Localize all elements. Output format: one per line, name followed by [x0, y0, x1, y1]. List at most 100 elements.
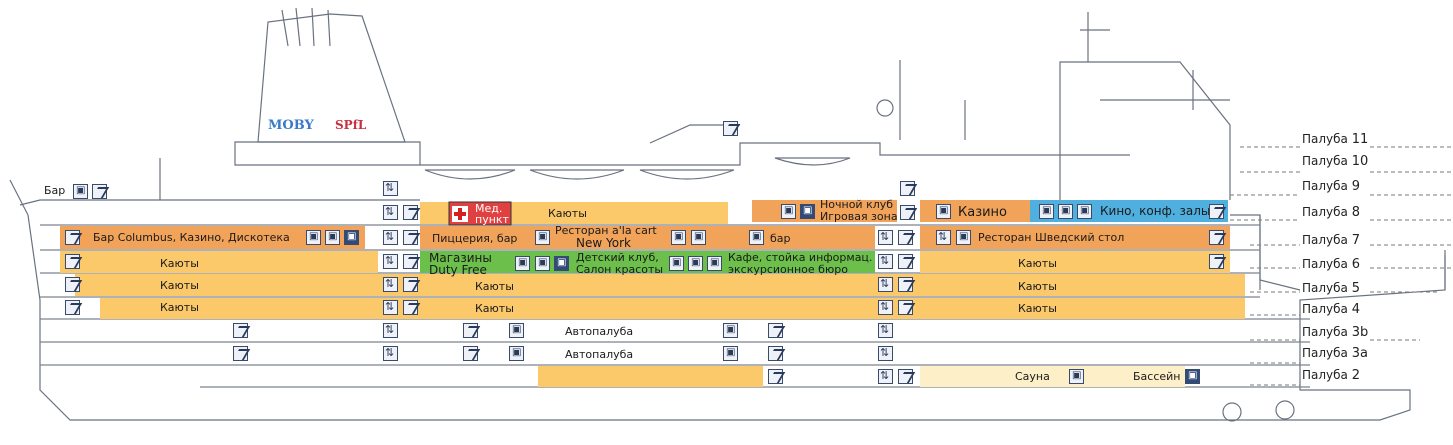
- stairs-icon: [403, 254, 418, 269]
- lift-icon: [383, 323, 398, 338]
- stairs-icon: [65, 230, 80, 245]
- spl-logo: SPfL: [335, 118, 367, 132]
- lift-icon: [878, 346, 893, 361]
- stairs-icon: [898, 300, 913, 315]
- tour-icon: [707, 256, 722, 271]
- car-deck-3b-label: Автопалуба: [565, 325, 634, 338]
- sauna-icon: [1069, 369, 1084, 384]
- deck-label-3a: Палуба 3a: [1302, 346, 1368, 361]
- screen-icon: [1058, 204, 1073, 219]
- cabins-d5-left-label: Каюты: [160, 279, 199, 292]
- sauna-area: [920, 366, 1185, 387]
- cafe-label-1: Кафе, стойка информац.: [728, 251, 873, 264]
- info-icon: [669, 256, 684, 271]
- bar-columbus-label: Бар Columbus, Казино, Дискотека: [93, 231, 290, 244]
- restaurant-alacart-label-2: New York: [576, 236, 631, 250]
- slot-machine-icon: [344, 230, 359, 245]
- pizzeria-label: Пиццерия, бар: [432, 232, 518, 245]
- stairs-icon: [463, 346, 478, 361]
- kids-icon: [554, 256, 569, 271]
- lift-icon: [878, 323, 893, 338]
- lift-icon: [878, 230, 893, 245]
- cabins-d6-right-label: Каюты: [1018, 257, 1057, 270]
- stairs-icon: [1209, 254, 1224, 269]
- deck-label-6: Палуба 6: [1302, 257, 1361, 272]
- stairs-icon: [403, 230, 418, 245]
- car-deck-3a-label: Автопалуба: [565, 348, 634, 361]
- cinema-label: Кино, конф. залы: [1100, 204, 1211, 218]
- stairs-icon: [65, 277, 80, 292]
- lift-icon: [383, 181, 398, 196]
- moby-logo: MOBY: [268, 118, 314, 133]
- cabins-d4-left-label: Каюты: [160, 301, 199, 314]
- lift-icon: [383, 230, 398, 245]
- cabins-d6-left-label: Каюты: [160, 257, 199, 270]
- stairs-icon: [898, 369, 913, 384]
- restaurant-icon: [671, 230, 686, 245]
- red-cross-icon: [452, 206, 468, 222]
- cocktail-icon: [936, 204, 951, 219]
- deck-label-4: Палуба 4: [1302, 302, 1361, 317]
- stairs-icon: [768, 369, 783, 384]
- lift-icon: [936, 230, 951, 245]
- kids-club-label-2: Салон красоты: [576, 263, 664, 276]
- lift-icon: [383, 346, 398, 361]
- sauna-label: Сауна: [1015, 370, 1050, 383]
- deck-label-11: Палуба 11: [1302, 132, 1369, 147]
- stairs-icon: [898, 277, 913, 292]
- cocktail-icon: [535, 230, 550, 245]
- deck2-left: [538, 366, 763, 387]
- stairs-icon: [900, 181, 915, 196]
- cocktail-icon: [749, 230, 764, 245]
- cabins-d4-mid-label: Каюты: [475, 302, 514, 315]
- cabins-d4-right-label: Каюты: [1018, 302, 1057, 315]
- bar-top-label: Бар: [44, 184, 66, 197]
- car-icon: [509, 346, 524, 361]
- stairs-icon: [768, 346, 783, 361]
- lift-icon: [383, 277, 398, 292]
- escalator-icon: [92, 184, 107, 199]
- cabins-d4: [100, 298, 1245, 319]
- lift-icon: [383, 254, 398, 269]
- stairs-icon: [463, 323, 478, 338]
- cafe-label-2: экскурсионное бюро: [728, 263, 848, 276]
- cabins-d5-mid-label: Каюты: [475, 280, 514, 293]
- bar-columbus-area: [60, 226, 365, 249]
- med-label-1: Мед.: [475, 202, 503, 215]
- cabins-d6-right: [920, 251, 1230, 273]
- stairs-icon: [768, 323, 783, 338]
- stairs-icon: [403, 277, 418, 292]
- lift-icon: [878, 277, 893, 292]
- lift-icon: [878, 369, 893, 384]
- stairs-icon: [1209, 230, 1224, 245]
- lift-icon: [878, 300, 893, 315]
- deck-label-10: Палуба 10: [1302, 154, 1369, 169]
- stairs-icon: [898, 254, 913, 269]
- bar-glass-icon: [73, 184, 88, 199]
- stairs-icon: [898, 230, 913, 245]
- restaurant-icon: [956, 230, 971, 245]
- stairs-icon: [65, 300, 80, 315]
- stairs-icon: [403, 300, 418, 315]
- car-icon: [723, 346, 738, 361]
- casino-label: Казино: [958, 205, 1008, 220]
- deck-label-9: Палуба 9: [1302, 179, 1361, 194]
- stairs-icon: [403, 205, 418, 220]
- stairs-icon: [900, 205, 915, 220]
- dance-icon: [306, 230, 321, 245]
- stairs-icon: [1209, 204, 1224, 219]
- deck-label-7: Палуба 7: [1302, 233, 1361, 248]
- shop-icon: [515, 256, 530, 271]
- stairs-icon: [233, 323, 248, 338]
- lift-icon: [878, 254, 893, 269]
- night-club-label: Ночной клуб: [820, 198, 894, 211]
- shops-area: [420, 251, 875, 273]
- car-icon: [509, 323, 524, 338]
- cocktail-icon: [691, 230, 706, 245]
- swedish-restaurant-label: Ресторан Шведский стол: [978, 231, 1125, 244]
- restaurant-alacart-label-1: Ресторан a'la cart: [555, 224, 657, 237]
- conference-icon: [1077, 204, 1092, 219]
- cosmetics-icon: [535, 256, 550, 271]
- deck-label-8: Палуба 8: [1302, 205, 1361, 220]
- swedish-restaurant-area: [920, 226, 1230, 249]
